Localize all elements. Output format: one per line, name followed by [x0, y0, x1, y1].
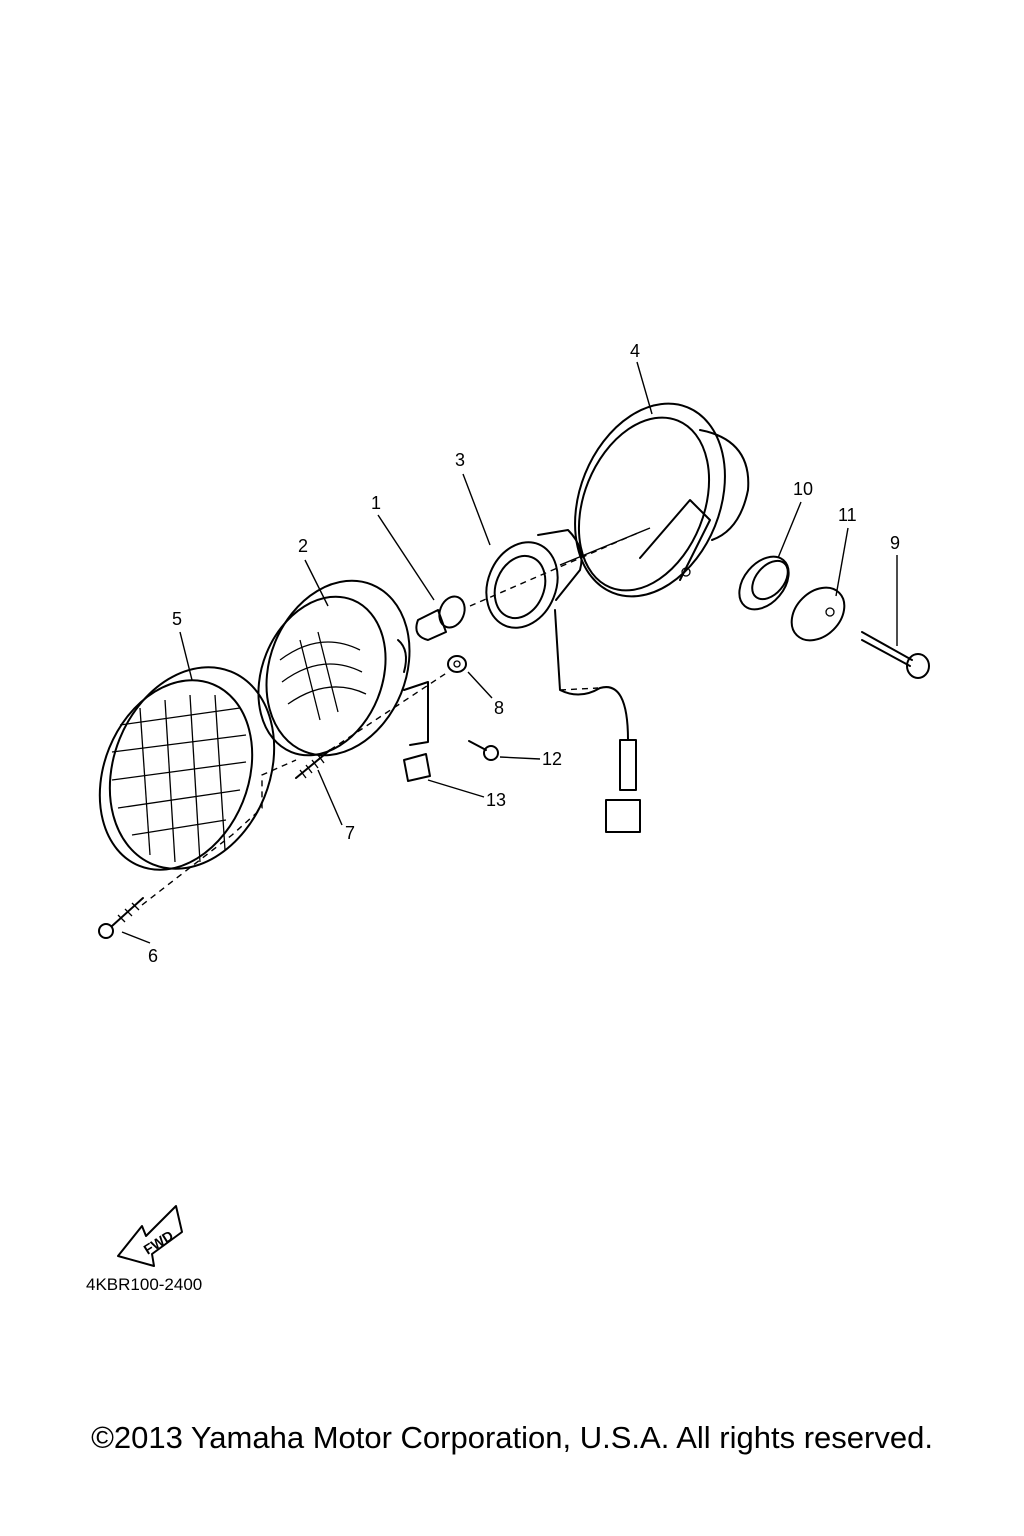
- part-13-clip-nut[interactable]: [403, 753, 431, 782]
- fwd-arrow-icon: FWD: [117, 1205, 183, 1267]
- assembly-axis: [559, 527, 651, 566]
- leader-lines: [121, 361, 898, 944]
- callout-9: 9: [890, 533, 900, 553]
- callout-6: 6: [148, 946, 158, 966]
- callout-13: 13: [486, 790, 506, 810]
- callout-5: 5: [172, 609, 182, 629]
- assembly-axis: [559, 687, 599, 691]
- part-8-nut[interactable]: [447, 655, 467, 673]
- part-12-screw[interactable]: [468, 740, 499, 761]
- diagram-code: 4KBR100-2400: [86, 1275, 203, 1294]
- callout-4: 4: [630, 341, 640, 361]
- callout-7: 7: [345, 823, 355, 843]
- callout-8: 8: [494, 698, 504, 718]
- part-6-screw[interactable]: [98, 897, 144, 939]
- part-5-headlight-guard[interactable]: [73, 642, 304, 893]
- part-9-bolt[interactable]: [861, 631, 930, 679]
- part-2-headlight-lens[interactable]: [236, 559, 435, 777]
- callout-2: 2: [298, 536, 308, 556]
- assembly-axis: [141, 759, 297, 906]
- part-1-bulb[interactable]: [415, 593, 469, 641]
- part-10-grommet[interactable]: [729, 547, 798, 619]
- callout-10: 10: [793, 479, 813, 499]
- callout-12: 12: [542, 749, 562, 769]
- callout-3: 3: [455, 450, 465, 470]
- part-11-cap[interactable]: [781, 577, 855, 651]
- callout-11: 11: [838, 505, 857, 525]
- part-3-socket[interactable]: [474, 529, 583, 639]
- fwd-label: FWD: [141, 1227, 177, 1257]
- part-4-headlight-housing[interactable]: [548, 381, 753, 619]
- copyright-notice: ©2013 Yamaha Motor Corporation, U.S.A. A…: [91, 1420, 933, 1455]
- callout-1: 1: [371, 493, 381, 513]
- wire-harness-connector[interactable]: [554, 609, 641, 833]
- assembly-axis: [329, 671, 449, 751]
